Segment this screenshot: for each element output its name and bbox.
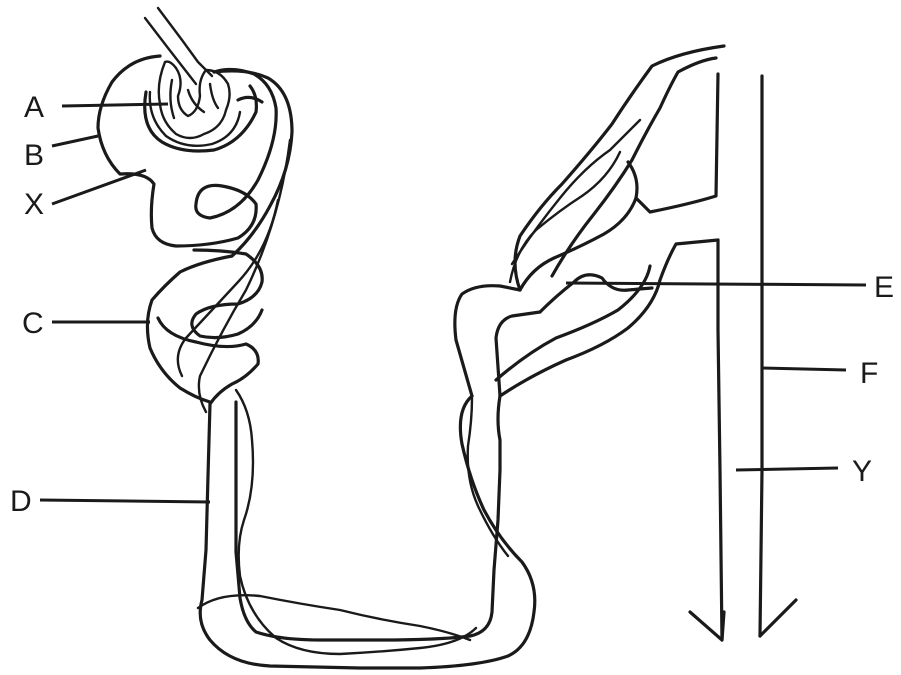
label-f: F [860,357,878,390]
collecting-duct [690,76,796,640]
leader-a [62,104,168,106]
bowmans-capsule-and-proximal-tubule [98,56,292,256]
label-b: B [24,139,44,172]
loop-of-henle [198,286,540,668]
leader-f [762,368,846,370]
label-y: Y [852,455,872,488]
collecting-duct-arrowhead-right [760,600,796,636]
distal-convolution [147,140,290,412]
leader-d [40,500,210,502]
ascending-limb-and-distal-tubule [496,46,724,396]
leader-b [52,136,98,146]
label-x: X [24,188,44,221]
collecting-duct-arrowhead-left [690,612,724,640]
label-d: D [10,485,32,518]
label-e: E [874,271,894,304]
leader-y [736,468,838,470]
label-c: C [22,307,44,340]
leader-lines [40,104,866,502]
label-a: A [24,91,44,124]
leader-x [52,170,146,204]
leader-e [566,283,866,285]
